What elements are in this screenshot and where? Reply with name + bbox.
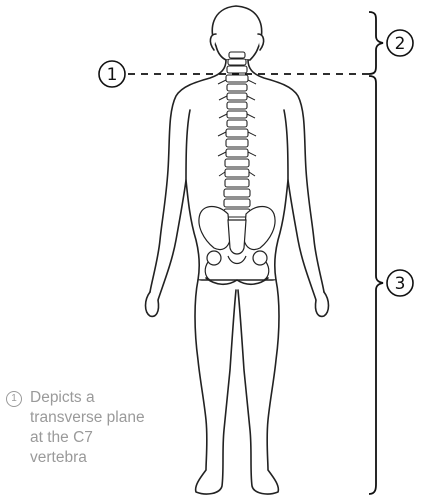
callout-3-number: 3 bbox=[395, 274, 406, 294]
vertebra-t9 bbox=[226, 149, 248, 157]
vertebra-t6 bbox=[227, 120, 247, 127]
brace-region-2 bbox=[369, 12, 383, 74]
brace-region-3 bbox=[369, 76, 383, 494]
legend-caption: 1 Depicts a transverse plane at the C7 v… bbox=[6, 388, 156, 468]
callout-2-number: 2 bbox=[395, 34, 406, 54]
vertebra-t5 bbox=[227, 111, 247, 118]
vertebra-c4 bbox=[228, 59, 246, 65]
sacrum bbox=[228, 220, 246, 254]
vertebra-l1 bbox=[224, 189, 250, 197]
callout-1-number: 1 bbox=[107, 65, 118, 85]
callout-3: 3 bbox=[387, 270, 413, 296]
vertebra-t7 bbox=[226, 129, 248, 137]
vertebra-t2 bbox=[227, 84, 247, 91]
vertebra-c7 bbox=[227, 66, 247, 73]
vertebra-t1 bbox=[226, 75, 248, 82]
right-hip-joint bbox=[253, 251, 267, 265]
left-hip-joint bbox=[207, 251, 221, 265]
callout-2: 2 bbox=[387, 30, 413, 56]
vertebra-t10 bbox=[225, 159, 249, 167]
vertebra-c1 bbox=[229, 52, 245, 58]
vertebra-t12 bbox=[225, 179, 249, 187]
legend-marker: 1 bbox=[6, 391, 22, 407]
vertebra-t11 bbox=[225, 169, 249, 177]
spine bbox=[224, 52, 250, 217]
vertebra-t3 bbox=[227, 93, 247, 100]
vertebra-l2 bbox=[224, 199, 250, 207]
vertebra-t4 bbox=[227, 102, 247, 109]
left-leg bbox=[195, 280, 236, 494]
legend-text: Depicts a transverse plane at the C7 ver… bbox=[30, 388, 146, 468]
vertebra-t8 bbox=[226, 139, 248, 147]
callout-1: 1 bbox=[99, 61, 125, 87]
right-leg bbox=[238, 280, 279, 494]
